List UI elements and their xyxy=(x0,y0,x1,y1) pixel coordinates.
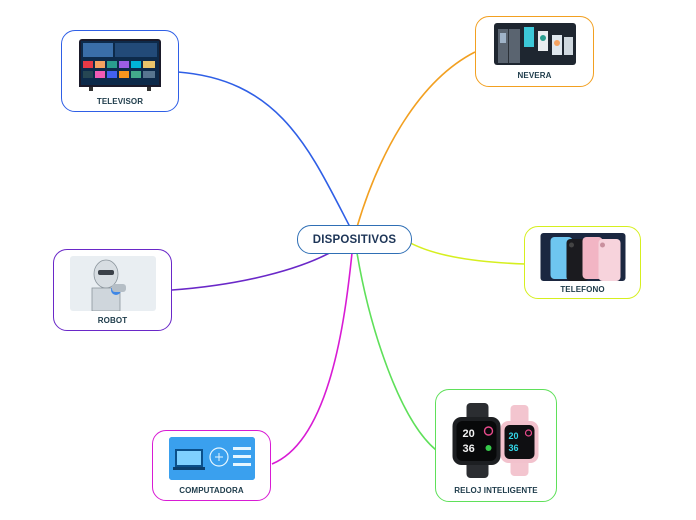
robot-icon xyxy=(69,256,156,311)
node-label: COMPUTADORA xyxy=(179,486,244,495)
phone-icon xyxy=(540,233,625,281)
central-topic[interactable]: DISPOSITIVOS xyxy=(297,225,412,254)
svg-text:20: 20 xyxy=(463,428,475,440)
node-label: TELEFONO xyxy=(560,285,605,294)
node-label: RELOJ INTELIGENTE xyxy=(454,486,538,495)
node-telefono[interactable]: TELEFONO xyxy=(524,226,641,299)
svg-text:36: 36 xyxy=(509,443,519,453)
link-televisor xyxy=(177,71,351,228)
link-computadora xyxy=(271,252,353,465)
smartwatch-icon: 20 36 20 36 xyxy=(448,403,544,478)
node-label: ROBOT xyxy=(97,316,128,325)
node-nevera[interactable]: NEVERA xyxy=(475,16,594,87)
node-televisor[interactable]: TELEVISOR xyxy=(61,30,179,112)
computer-icon xyxy=(168,437,255,480)
svg-text:20: 20 xyxy=(509,431,519,441)
node-robot[interactable]: ROBOT xyxy=(53,249,172,331)
link-reloj xyxy=(356,252,437,451)
node-label: NEVERA xyxy=(517,71,552,80)
link-telefono xyxy=(404,239,526,265)
node-label: TELEVISOR xyxy=(96,97,144,106)
tv-icon xyxy=(79,39,161,91)
link-nevera xyxy=(356,51,476,228)
svg-text:36: 36 xyxy=(463,443,475,455)
node-computadora[interactable]: COMPUTADORA xyxy=(152,430,271,501)
link-robot xyxy=(171,249,336,291)
node-reloj[interactable]: 20 36 20 36 RELOJ INTELIGENTE xyxy=(435,389,557,502)
fridge-icon xyxy=(493,23,576,65)
